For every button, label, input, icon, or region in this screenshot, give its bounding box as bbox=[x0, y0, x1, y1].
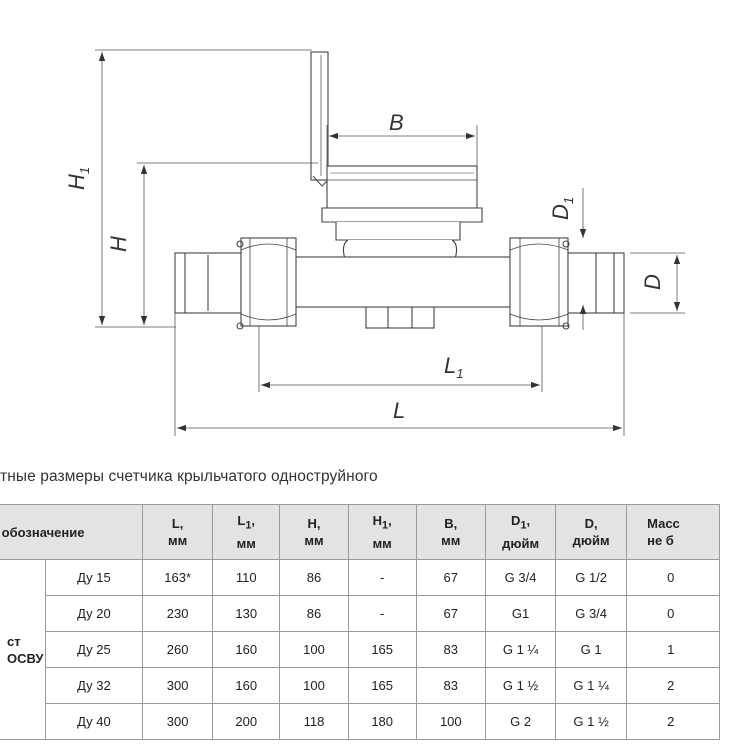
cell-h: 86 bbox=[279, 559, 349, 596]
cell-d1: G 1 ½ bbox=[485, 667, 557, 704]
cell-h1: 180 bbox=[347, 703, 417, 740]
label-l: L bbox=[393, 398, 405, 423]
label-d1: D1 bbox=[548, 197, 576, 220]
cell-d1: G 2 bbox=[485, 703, 557, 740]
cell-l1: 110 bbox=[212, 559, 281, 596]
cell-d1: G 3/4 bbox=[485, 559, 557, 596]
cell-mass: 2 bbox=[626, 703, 720, 740]
header-b: B,мм bbox=[415, 504, 487, 560]
cell-du: Ду 32 bbox=[44, 667, 144, 704]
cell-d: G 1 ¼ bbox=[555, 667, 628, 704]
svg-text:D: D bbox=[640, 274, 665, 290]
header-l: L,мм bbox=[142, 504, 214, 560]
table-row: Ду 32 300 160 100 165 83 G 1 ½ G 1 ¼ 2 bbox=[0, 667, 720, 704]
cell-l: 163* bbox=[142, 559, 214, 596]
cell-b: 83 bbox=[415, 631, 487, 668]
cell-b: 67 bbox=[415, 559, 487, 596]
meter-outline bbox=[174, 51, 625, 330]
header-d: D,дюйм bbox=[555, 504, 628, 560]
header-h1: H1,мм bbox=[347, 504, 417, 560]
header-h: H,мм bbox=[279, 504, 349, 560]
label-h: H bbox=[106, 236, 131, 252]
cell-d: G 3/4 bbox=[555, 595, 628, 632]
dimension-lines bbox=[95, 49, 685, 436]
cell-mass: 0 bbox=[626, 559, 720, 596]
cell-mass: 1 bbox=[626, 631, 720, 668]
cell-du: Ду 40 bbox=[44, 703, 144, 740]
svg-text:H: H bbox=[106, 236, 131, 252]
header-l1: L1,мм bbox=[212, 504, 281, 560]
cell-b: 100 bbox=[415, 703, 487, 740]
cell-l1: 160 bbox=[212, 631, 281, 668]
cell-du: Ду 20 bbox=[44, 595, 144, 632]
table-row: Ду 40 300 200 118 180 100 G 2 G 1 ½ 2 bbox=[0, 703, 720, 740]
table-caption: тные размеры счетчика крыльчатого одност… bbox=[0, 468, 378, 485]
cell-d1: G 1 ¼ bbox=[485, 631, 557, 668]
cell-d: G 1 ½ bbox=[555, 703, 628, 740]
cell-du: Ду 15 bbox=[44, 559, 144, 596]
cell-mass: 2 bbox=[626, 667, 720, 704]
cell-d: G 1/2 bbox=[555, 559, 628, 596]
cell-d1: G1 bbox=[485, 595, 557, 632]
svg-text:H1: H1 bbox=[64, 167, 92, 190]
table-row: Ду 20 230 130 86 - 67 G1 G 3/4 0 bbox=[0, 595, 720, 632]
cell-mass: 0 bbox=[626, 595, 720, 632]
cell-l1: 200 bbox=[212, 703, 281, 740]
cell-l: 260 bbox=[142, 631, 214, 668]
cell-b: 67 bbox=[415, 595, 487, 632]
cell-l: 300 bbox=[142, 703, 214, 740]
cell-h1: - bbox=[347, 559, 417, 596]
cell-h1: 165 bbox=[347, 631, 417, 668]
cell-h: 118 bbox=[279, 703, 349, 740]
cell-l1: 130 bbox=[212, 595, 281, 632]
cell-d: G 1 bbox=[555, 631, 628, 668]
dimension-labels: B H1 H D1 D L1 L bbox=[64, 110, 665, 423]
table-header-row: ное обозначение L,мм L1,мм H,мм H1,мм B,… bbox=[0, 504, 720, 560]
cell-h: 86 bbox=[279, 595, 349, 632]
cell-h1: - bbox=[347, 595, 417, 632]
label-h1: H1 bbox=[64, 167, 92, 190]
cell-h1: 165 bbox=[347, 667, 417, 704]
label-b: B bbox=[389, 110, 404, 135]
cell-l: 300 bbox=[142, 667, 214, 704]
header-name: ное обозначение bbox=[0, 504, 144, 560]
svg-text:D1: D1 bbox=[548, 197, 576, 220]
cell-h: 100 bbox=[279, 667, 349, 704]
cell-h: 100 bbox=[279, 631, 349, 668]
cell-du: Ду 25 bbox=[44, 631, 144, 668]
meter-dimension-drawing: B H1 H D1 D L1 L bbox=[64, 49, 685, 436]
cell-l1: 160 bbox=[212, 667, 281, 704]
dimensions-table: ное обозначение L,мм L1,мм H,мм H1,мм B,… bbox=[0, 504, 720, 740]
cell-b: 83 bbox=[415, 667, 487, 704]
label-d: D bbox=[640, 274, 665, 290]
table-row: Ду 25 260 160 100 165 83 G 1 ¼ G 1 1 bbox=[0, 631, 720, 668]
header-d1: D1,дюйм bbox=[485, 504, 557, 560]
label-l1: L1 bbox=[444, 353, 463, 381]
cell-l: 230 bbox=[142, 595, 214, 632]
